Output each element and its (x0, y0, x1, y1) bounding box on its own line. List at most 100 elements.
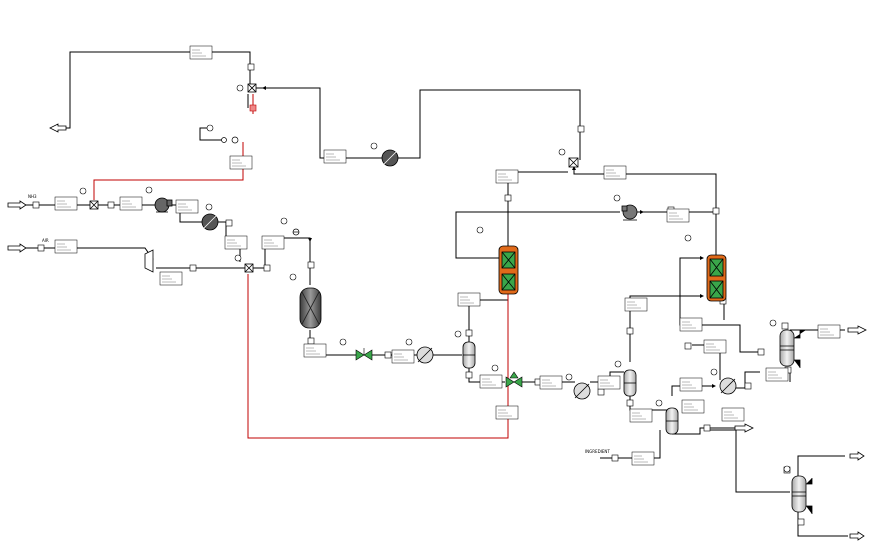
inlet-arrow (7, 200, 27, 210)
unit-circle (79, 187, 87, 195)
stream-line (629, 295, 700, 362)
stream-tag (626, 399, 634, 407)
unit-circle (613, 194, 621, 202)
recycle-lines (93, 94, 509, 439)
stream-line (573, 166, 717, 212)
stream-data-box (629, 408, 653, 423)
valve-recycle (221, 136, 239, 144)
stream-tag (577, 125, 585, 133)
unit-circle (710, 368, 718, 376)
outlet-arrow (849, 531, 865, 541)
unit-circle (476, 226, 484, 234)
stream-tags (32, 63, 805, 526)
stream-tag (225, 219, 233, 227)
stream-tag (107, 201, 115, 209)
mixer-feed (244, 263, 254, 273)
stream-tag (712, 207, 720, 215)
flow-arrow-ticks (90, 86, 764, 388)
unit-circle (565, 373, 573, 381)
inlet-label-nh3: NH3 (28, 194, 37, 199)
unit-circle (236, 84, 244, 92)
stream-data-box (679, 377, 703, 392)
stream-tag (263, 264, 271, 272)
unit-circle (289, 273, 297, 281)
inlet-arrow (7, 243, 27, 253)
recycle-line (93, 142, 244, 200)
stream-data-text-lines (57, 49, 834, 463)
heat-exchanger-1 (201, 213, 219, 231)
stream-tag (32, 201, 40, 209)
stream-data-box (119, 196, 143, 211)
cooler-1 (416, 346, 434, 364)
stream-data-box (679, 317, 703, 332)
stream-data-box (666, 208, 690, 223)
unit-number-circles (79, 84, 791, 473)
stream-data-box (703, 339, 727, 354)
stream-data-box (457, 292, 481, 307)
stream-tag (504, 194, 512, 202)
pump-right (621, 204, 638, 221)
stream-line (398, 89, 581, 160)
cooler-3 (719, 377, 737, 395)
stream-data-box (495, 405, 519, 420)
stream-data-box (495, 169, 519, 184)
stream-arrows (7, 123, 867, 541)
unit-circle (769, 319, 777, 327)
stream-line (710, 429, 790, 493)
stream-tag (781, 322, 789, 330)
stream-line (730, 371, 760, 389)
stream-tag (249, 104, 257, 112)
stream-data-box (261, 235, 285, 250)
unit-circle (370, 142, 378, 150)
unit-circle (655, 399, 663, 407)
stream-line (62, 51, 251, 129)
stream-data-box (765, 367, 789, 382)
distillation-column-2 (791, 475, 813, 514)
stream-data-box (539, 375, 563, 390)
unit-circle (206, 124, 214, 132)
stream-tag (684, 342, 692, 350)
unit-circle (558, 148, 566, 156)
stream-tag (37, 244, 45, 252)
reactor-2 (706, 254, 727, 302)
stream-line (672, 427, 740, 435)
mixer-top (247, 83, 257, 93)
stream-data-box (189, 45, 213, 60)
stream-tag (626, 327, 634, 335)
stream-line (256, 87, 382, 159)
unit-circle (339, 338, 347, 346)
unit-circle (234, 254, 242, 262)
outlet-arrow (49, 123, 67, 133)
stream-data-box (681, 399, 705, 414)
stream-data-box (721, 407, 745, 422)
stream-tag (307, 337, 315, 345)
heat-exchanger-top (381, 149, 399, 167)
stream-line (797, 455, 845, 478)
stream-data-box (54, 239, 78, 254)
stream-tag (797, 518, 805, 526)
stream-tag (703, 424, 711, 432)
stream-line (600, 430, 661, 459)
air-compressor (144, 249, 154, 273)
stream-data-box (624, 297, 648, 312)
unit-circle (405, 338, 413, 346)
stream-data-box (159, 271, 183, 286)
unit-circle (783, 465, 791, 473)
unit-circle (614, 360, 622, 368)
flash-vessel-3 (665, 407, 679, 435)
stream-data-box (817, 324, 841, 339)
flash-vessel-2 (623, 369, 637, 397)
stream-data-box (597, 375, 621, 390)
stream-line (507, 171, 568, 248)
inlet-label-air: AIR (42, 238, 49, 243)
stream-tag (744, 382, 752, 390)
stream-data-box (391, 349, 415, 364)
stream-tag (247, 63, 255, 71)
stream-line (797, 510, 848, 537)
outlet-arrow (847, 325, 867, 335)
stream-line (199, 127, 222, 141)
control-valve-split (505, 371, 523, 388)
stream-tag (465, 329, 473, 337)
